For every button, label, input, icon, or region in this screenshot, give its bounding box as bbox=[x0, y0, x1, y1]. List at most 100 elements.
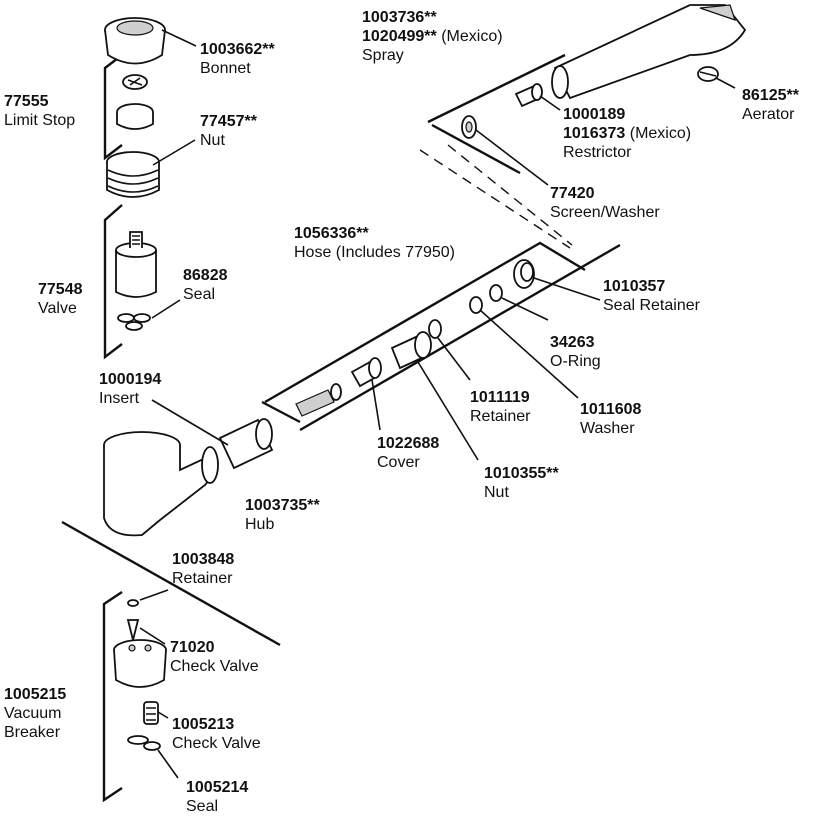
limit-stop-label: 77555 Limit Stop bbox=[4, 92, 75, 130]
check-valve-1-leader bbox=[139, 627, 166, 645]
retainer-hose-label: 1011119 Retainer bbox=[470, 388, 530, 426]
hub-number: 1003735** bbox=[245, 497, 320, 514]
aerator-label: 86125** Aerator bbox=[742, 86, 799, 124]
nut-hose-leader bbox=[417, 361, 479, 461]
check-valve-1-part bbox=[126, 619, 140, 641]
seal-valve-number: 86828 bbox=[183, 267, 228, 284]
o-ring-label: 34263 O-Ring bbox=[550, 333, 601, 371]
aerator-part bbox=[697, 66, 719, 82]
hub-part bbox=[103, 431, 219, 537]
valve-seal-part bbox=[117, 313, 151, 331]
restrictor-number-2-note: (Mexico) bbox=[629, 125, 692, 142]
o-ring-part bbox=[489, 284, 503, 302]
seal-retainer-part bbox=[513, 259, 535, 289]
bonnet-number: 1003662** bbox=[200, 41, 275, 58]
nut-hose-part bbox=[390, 331, 432, 370]
screen-washer-name: Screen/Washer bbox=[550, 204, 660, 221]
bonnet-leader bbox=[161, 29, 197, 47]
valve-name: Valve bbox=[38, 300, 77, 317]
limit-stop-part bbox=[122, 74, 148, 90]
restrictor-number-1: 1000189 bbox=[563, 106, 626, 123]
hose-name: Hose (Includes 77950) bbox=[294, 244, 455, 261]
check-valve-1-number: 71020 bbox=[170, 639, 215, 656]
check-valve-1-label: 71020 Check Valve bbox=[170, 638, 259, 676]
spray-number-1: 1003736** bbox=[362, 9, 437, 26]
spray-part bbox=[551, 4, 747, 100]
vacuum-breaker-label: 1005215 Vacuum Breaker bbox=[4, 685, 66, 742]
retainer-hose-leader bbox=[437, 337, 471, 381]
o-ring-name: O-Ring bbox=[550, 353, 601, 370]
hose-frame bbox=[264, 241, 621, 432]
nut-hose-label: 1010355** Nut bbox=[484, 464, 559, 502]
screen-washer-number: 77420 bbox=[550, 185, 595, 202]
seal-retainer-leader bbox=[533, 277, 601, 301]
washer-leader bbox=[479, 309, 579, 399]
check-valve-1-name: Check Valve bbox=[170, 658, 259, 675]
restrictor-part bbox=[514, 83, 543, 108]
check-valve-2-part bbox=[143, 701, 159, 725]
spray-name: Spray bbox=[362, 47, 404, 64]
nut-top-part bbox=[116, 103, 154, 130]
washer-part bbox=[469, 296, 483, 314]
o-ring-number: 34263 bbox=[550, 334, 595, 351]
cover-name: Cover bbox=[377, 454, 420, 471]
bonnet-name: Bonnet bbox=[200, 60, 251, 77]
nut-top-leader bbox=[152, 139, 196, 166]
seal-valve-name: Seal bbox=[183, 286, 216, 303]
spray-label: 1003736** 1020499** (Mexico) Spray bbox=[362, 8, 503, 65]
limit-stop-bracket bbox=[103, 54, 123, 161]
threaded-nut-part bbox=[106, 151, 160, 198]
seal-retainer-label: 1010357 Seal Retainer bbox=[603, 277, 700, 315]
vacuum-breaker-body-part bbox=[113, 639, 167, 688]
seal-valve-label: 86828 Seal bbox=[183, 266, 228, 304]
cover-number: 1022688 bbox=[377, 435, 440, 452]
check-valve-2-label: 1005213 Check Valve bbox=[172, 715, 261, 753]
bonnet-part bbox=[104, 17, 166, 65]
spray-number-2: 1020499** bbox=[362, 28, 437, 45]
hose-label: 1056336** Hose (Includes 77950) bbox=[294, 224, 455, 262]
restrictor-name: Restrictor bbox=[563, 144, 632, 161]
check-valve-2-name: Check Valve bbox=[172, 735, 261, 752]
vacuum-breaker-bracket bbox=[102, 591, 123, 803]
valve-number: 77548 bbox=[38, 281, 83, 298]
seal-bottom-name: Seal bbox=[186, 798, 219, 815]
nut-top-label: 77457** Nut bbox=[200, 112, 257, 150]
vacuum-breaker-name-2: Breaker bbox=[4, 724, 61, 741]
check-valve-2-number: 1005213 bbox=[172, 716, 235, 733]
hub-label: 1003735** Hub bbox=[245, 496, 320, 534]
screen-washer-label: 77420 Screen/Washer bbox=[550, 184, 660, 222]
seal-bottom-part bbox=[127, 735, 161, 751]
valve-bracket bbox=[103, 204, 123, 360]
hub-frame bbox=[61, 400, 301, 647]
restrictor-label: 1000189 1016373 (Mexico) Restrictor bbox=[563, 105, 691, 162]
seal-valve-leader bbox=[151, 299, 181, 319]
valve-label: 77548 Valve bbox=[38, 280, 83, 318]
insert-part bbox=[218, 418, 274, 470]
restrictor-leader bbox=[539, 95, 561, 111]
seal-bottom-number: 1005214 bbox=[186, 779, 249, 796]
retainer-hose-part bbox=[428, 319, 442, 339]
vacuum-breaker-name-1: Vacuum bbox=[4, 705, 62, 722]
hose-end-part bbox=[295, 383, 342, 417]
cover-leader bbox=[371, 379, 381, 431]
seal-bottom-label: 1005214 Seal bbox=[186, 778, 248, 816]
screen-washer-part bbox=[461, 115, 477, 139]
o-ring-leader bbox=[501, 297, 549, 321]
restrictor-number-2: 1016373 bbox=[563, 125, 626, 142]
check-valve-2-leader bbox=[157, 711, 169, 719]
retainer-bottom-part bbox=[127, 599, 139, 607]
retainer-hose-name: Retainer bbox=[470, 408, 531, 425]
washer-number: 1011608 bbox=[580, 401, 642, 418]
aerator-name: Aerator bbox=[742, 106, 795, 123]
spray-number-2-note: (Mexico) bbox=[441, 28, 503, 45]
aerator-number: 86125** bbox=[742, 87, 799, 104]
aerator-leader bbox=[715, 77, 736, 89]
cover-part bbox=[350, 357, 382, 388]
washer-label: 1011608 Washer bbox=[580, 400, 641, 438]
insert-leader bbox=[151, 399, 229, 446]
nut-top-name: Nut bbox=[200, 132, 225, 149]
hose-number: 1056336** bbox=[294, 225, 369, 242]
nut-top-number: 77457** bbox=[200, 113, 257, 130]
seal-retainer-name: Seal Retainer bbox=[603, 297, 700, 314]
